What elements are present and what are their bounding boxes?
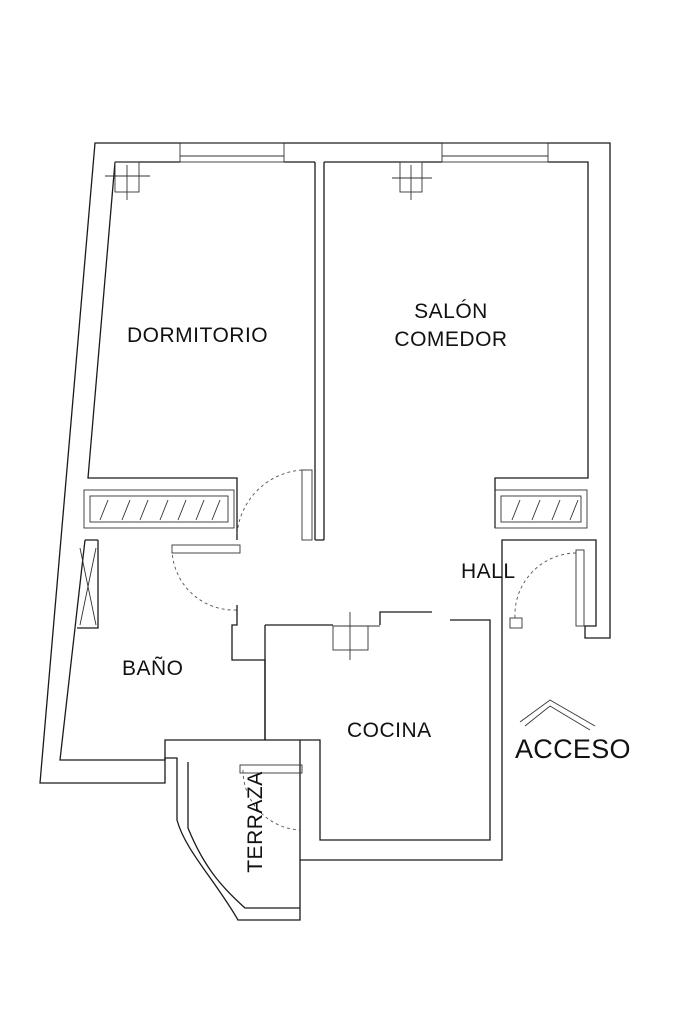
door-dormitorio <box>236 469 313 541</box>
room-label-cocina: COCINA <box>347 719 432 742</box>
wardrobe-dormitorio <box>83 489 235 529</box>
chevron-up-icon <box>519 699 596 731</box>
room-label-salon-line1: SALÓN <box>414 300 488 323</box>
column-dormitorio <box>105 161 150 200</box>
column-cocina <box>332 612 380 660</box>
bano-wall <box>77 539 266 760</box>
terraza-wall <box>187 762 300 909</box>
left-inner-wall <box>59 161 238 761</box>
door-bano <box>171 544 241 611</box>
outer-wall <box>39 142 611 921</box>
room-label-bano: BAÑO <box>122 657 184 680</box>
entrance-label: ACCESO <box>515 734 631 764</box>
room-label-terraza: TERRAZA <box>244 771 267 873</box>
inner-wall-envelope <box>115 161 589 528</box>
wardrobe-hall <box>494 489 588 529</box>
window-salon <box>441 142 549 163</box>
cocina-wall <box>264 611 491 860</box>
room-label-hall: HALL <box>461 560 516 583</box>
door-acceso <box>509 549 585 629</box>
room-label-salon-line2: COMEDOR <box>394 328 508 351</box>
room-label-dormitorio: DORMITORIO <box>127 324 269 347</box>
column-salon <box>392 161 432 200</box>
door-terraza <box>239 764 303 831</box>
window-dormitorio <box>179 142 285 163</box>
room-label-salon: SALÓN COMEDOR <box>378 298 524 354</box>
partition-wall <box>314 162 325 541</box>
